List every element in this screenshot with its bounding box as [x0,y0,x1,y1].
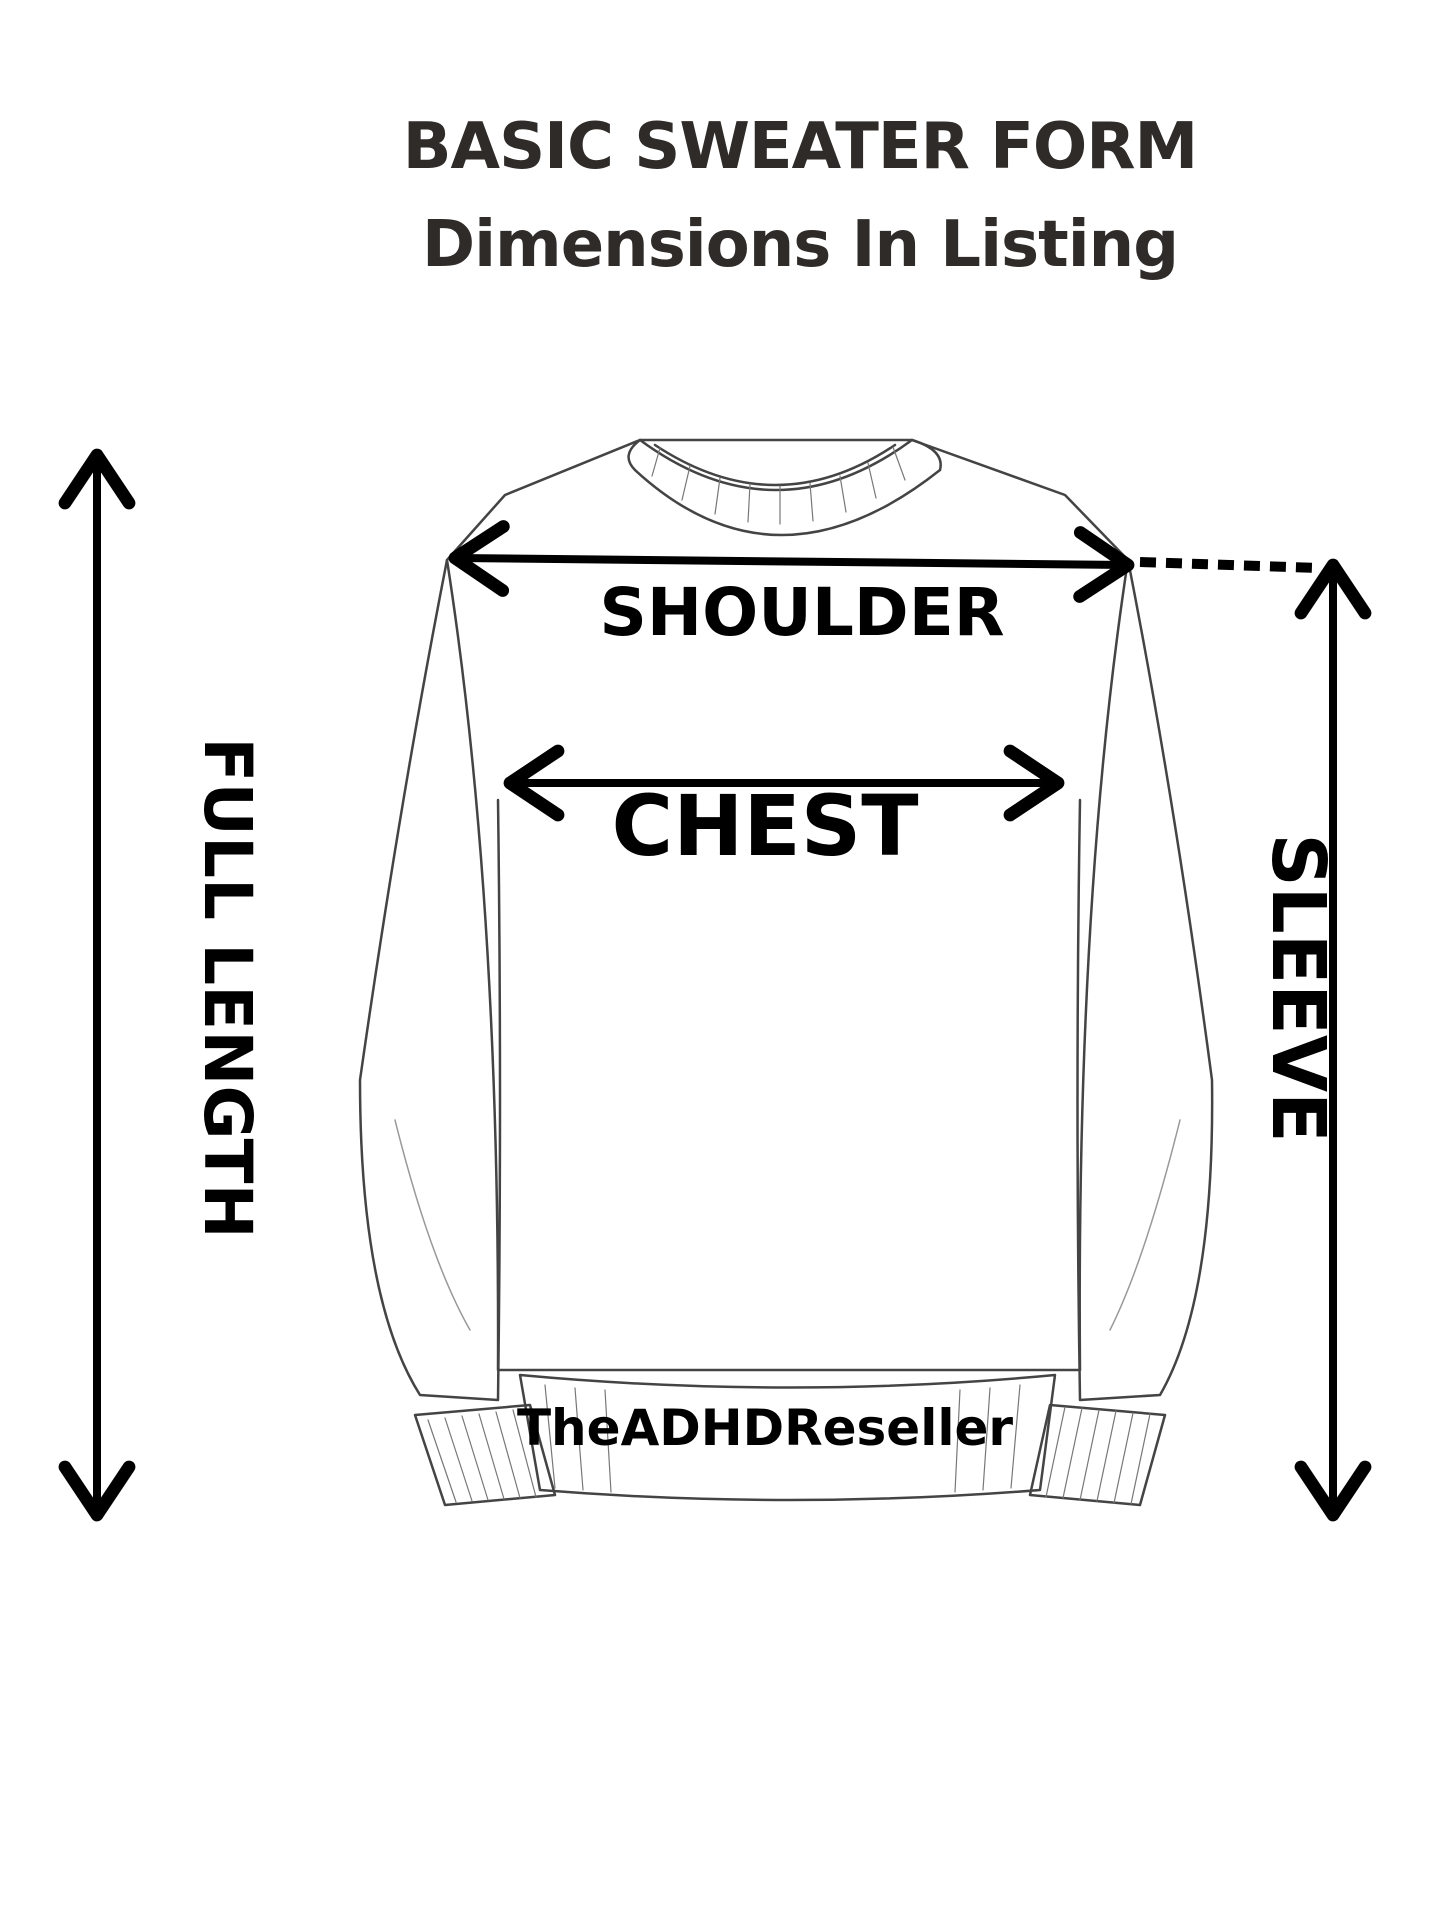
sweater-right-seam [1109,1119,1181,1331]
sweater-collar [627,438,942,537]
sweater-right-cuff [1028,1403,1167,1507]
sweater-left-cuff [413,1403,557,1507]
shoulder-label: SHOULDER [599,574,1004,651]
chest-label: CHEST [611,777,918,875]
shoulder-arrow [448,520,1135,603]
chart-subtitle: Dimensions In Listing [421,208,1179,282]
sweater-left-seam [394,1119,471,1331]
watermark-label: TheADHDReseller [517,1399,1013,1457]
sweater-right-sleeve [1076,558,1214,1402]
sweater-body [445,438,1130,1372]
shoulder-to-sleeve-dotted-line [1139,557,1321,573]
sweater-left-sleeve [358,558,502,1402]
sweater-waistband [518,1373,1057,1502]
chart-title: BASIC SWEATER FORM [402,110,1198,184]
full-length-label: FULL LENGTH [189,737,266,1238]
sleeve-label: SLEEVE [1255,833,1341,1142]
